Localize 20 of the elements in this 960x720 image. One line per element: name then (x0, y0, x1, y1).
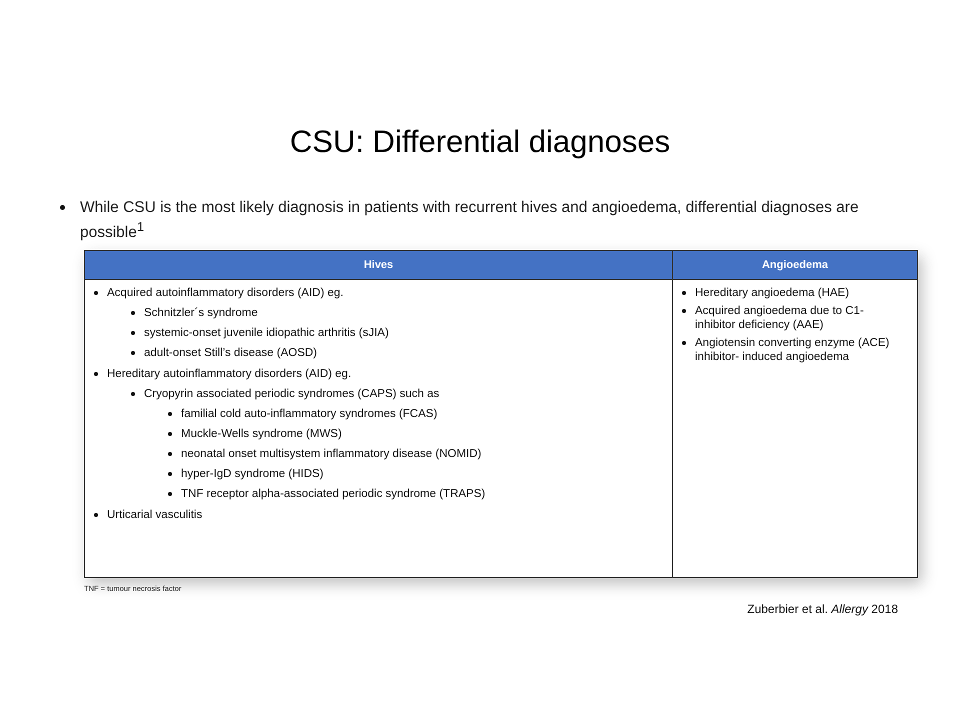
list-item-text: Angiotensin converting enzyme (ACE) inhibitor- induced angioedema (695, 337, 890, 363)
column-header: Hives (85, 251, 672, 280)
list-item-text: Urticarial vasculitis (107, 509, 202, 521)
list-item-text: Cryopyrin associated periodic syndromes (CAPS) such as (144, 388, 440, 400)
list-item-text: Hereditary angioedema (HAE) (695, 287, 850, 299)
citation-text: Zuberbier et al. Allergy 2018 (747, 602, 898, 616)
list-item-text: Muckle-Wells syndrome (MWS) (181, 428, 342, 440)
list-item-text: Hereditary autoinflammatory disorders (AID) eg. (107, 368, 352, 380)
list-item-text: hyper-IgD syndrome (HIDS) (181, 468, 324, 480)
intro-text: While CSU is the most likely diagnosis in patients with recurrent hives and angioedema, differential diagnoses are possible$^{1}$ (80, 199, 859, 242)
list-item-text: TNF receptor alpha-associated periodic syndrome (TRAPS) (181, 488, 486, 500)
list-item-text: Acquired autoinflammatory disorders (AID) eg. (107, 287, 344, 299)
list-item-text: Schnitzler´s syndrome (144, 307, 258, 319)
list-item-text: neonatal onset multisystem inflammatory disease (NOMID) (181, 448, 482, 460)
list-item-text: Acquired angioedema due to C1-inhibitor deficiency (AAE) (695, 305, 864, 331)
column-header: Angioedema (672, 251, 917, 280)
list-item-text: adult-onset Still’s disease (AOSD) (144, 347, 317, 359)
list-item-text: systemic-onset juvenile idiopathic arthritis (sJIA) (144, 327, 389, 339)
slide-title: CSU: Differential diagnoses (288, 124, 672, 160)
list-item-text: familial cold auto-inflammatory syndromes (FCAS) (181, 408, 438, 420)
